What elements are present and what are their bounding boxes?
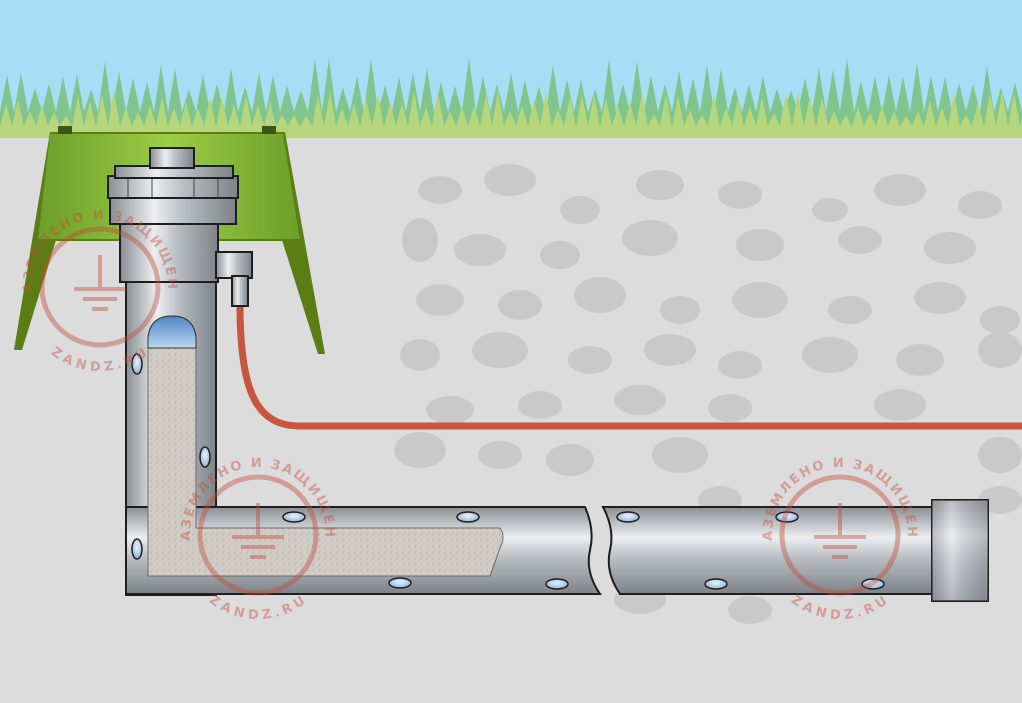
cable-terminal-clamp (215, 251, 253, 307)
perforation-hole (704, 578, 728, 590)
perforation-hole (199, 446, 211, 468)
stone (540, 241, 580, 269)
stone (978, 437, 1022, 473)
stone (418, 176, 462, 204)
perforation-hole (388, 577, 412, 589)
stone (718, 351, 762, 379)
stone (728, 596, 772, 624)
stone (402, 218, 438, 262)
stone (560, 196, 600, 224)
stone (802, 337, 858, 373)
electrolyte-fill-material (147, 315, 504, 577)
perforation-hole (545, 578, 569, 590)
stone (652, 437, 708, 473)
perforation-hole (131, 538, 143, 560)
stone (838, 226, 882, 254)
grass (0, 57, 1022, 140)
stone (498, 290, 542, 320)
stone (874, 389, 926, 421)
stone (518, 391, 562, 419)
stone (896, 344, 944, 376)
soil-stones (394, 164, 1022, 624)
ground-symbol-icon (232, 503, 284, 559)
perforation-hole (282, 511, 306, 523)
stone (718, 181, 762, 209)
grounding-cable (236, 304, 1022, 430)
perforation-hole (616, 511, 640, 523)
stone (636, 170, 684, 200)
stone (454, 234, 506, 266)
stone (980, 306, 1020, 334)
perforation-hole (131, 353, 143, 375)
stone (812, 198, 848, 222)
stone (924, 232, 976, 264)
stone (622, 220, 678, 256)
stone (660, 296, 700, 324)
stone (472, 332, 528, 368)
pipe-top-cap (107, 147, 239, 283)
stone (978, 332, 1022, 368)
stone (478, 441, 522, 469)
stone (416, 284, 464, 316)
stone (394, 432, 446, 468)
perforation-hole (775, 511, 799, 523)
ground-symbol-icon (74, 255, 126, 311)
horizontal-electrode-pipe-continued (601, 506, 933, 595)
stone (484, 164, 536, 196)
stone (426, 396, 474, 424)
stone (732, 282, 788, 318)
stone (574, 277, 626, 313)
perforation-holes (131, 353, 885, 590)
stone (568, 346, 612, 374)
stone (546, 444, 594, 476)
stone (958, 191, 1002, 219)
perforation-hole (456, 511, 480, 523)
stone (736, 229, 784, 261)
stone (914, 282, 966, 314)
stone (400, 339, 440, 371)
stone (708, 394, 752, 422)
stone (614, 385, 666, 415)
stone (828, 296, 872, 324)
perforation-hole (861, 578, 885, 590)
ground-symbol-icon (814, 503, 866, 559)
pipe-end-cap (931, 499, 989, 602)
stone (874, 174, 926, 206)
stone (644, 334, 696, 366)
